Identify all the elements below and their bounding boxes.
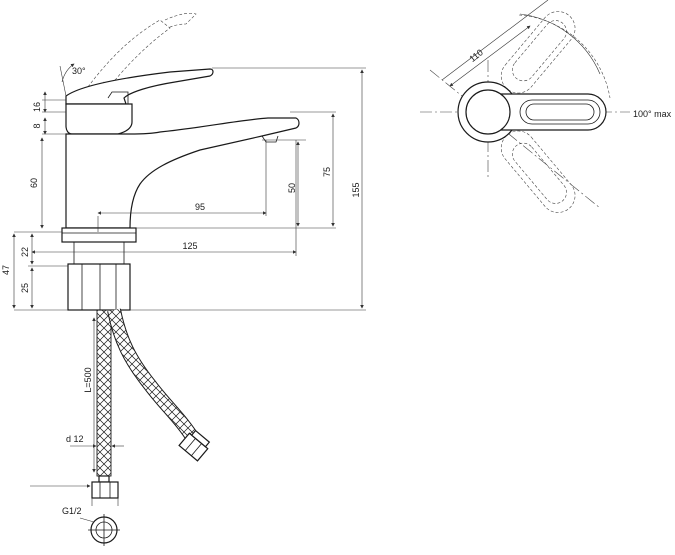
- label-d95: 95: [195, 202, 205, 212]
- label-d25: 25: [20, 283, 30, 293]
- thread-end-view: [88, 514, 120, 546]
- label-d47: 47: [1, 265, 11, 275]
- faucet-body: [65, 117, 300, 229]
- dim-top-width: [441, 0, 549, 81]
- lever-rotated-lower: [500, 130, 576, 213]
- label-d125: 125: [182, 241, 197, 251]
- label-hose-length: L=500: [83, 367, 93, 392]
- label-d50: 50: [287, 183, 297, 193]
- lever-handle: [65, 68, 214, 105]
- label-hose-diameter: d 12: [66, 434, 84, 444]
- label-d16: 16: [32, 102, 42, 112]
- mounting-nut: [67, 263, 131, 311]
- label-d22: 22: [20, 247, 30, 257]
- centerline-diagonal: [429, 69, 601, 209]
- lever-rotated-upper: [500, 11, 576, 94]
- aerator: [261, 135, 279, 143]
- rotation-arc: [518, 14, 611, 99]
- label-d155: 155: [351, 182, 361, 197]
- threaded-shank: [73, 241, 125, 265]
- hose-fitting-curved: [178, 429, 211, 462]
- cartridge-cap: [65, 103, 133, 135]
- hose-curved: [107, 308, 201, 444]
- top-view: 110 100° max: [420, 0, 672, 213]
- side-view: 30° 50 75 155 95 125 16 8 60: [1, 12, 366, 546]
- label-rotation: 100° max: [633, 109, 672, 119]
- label-angle: 30°: [72, 66, 86, 76]
- label-d60: 60: [29, 178, 39, 188]
- lever-pivot: [107, 91, 129, 104]
- label-thread: G1/2: [62, 506, 82, 516]
- hose-fitting-straight: [91, 475, 119, 499]
- base-flange: [61, 227, 137, 243]
- label-d75: 75: [322, 167, 332, 177]
- hose-straight: [96, 309, 112, 477]
- label-d8: 8: [32, 123, 42, 128]
